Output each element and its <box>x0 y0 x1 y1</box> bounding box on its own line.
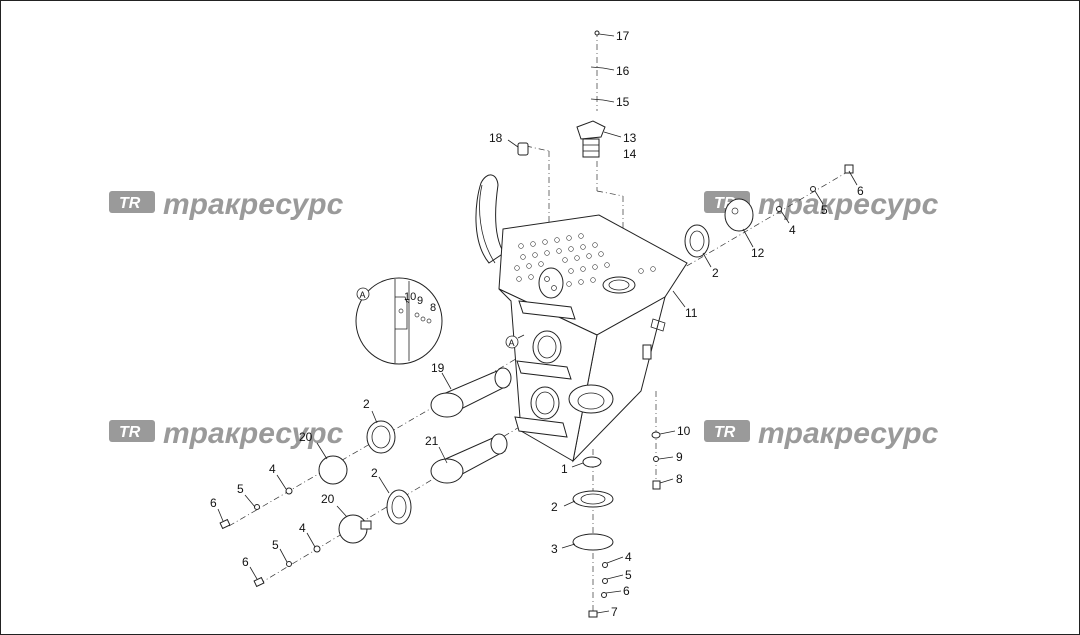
callout-6-upper-left: 6 <box>210 496 217 510</box>
filter-cartridge-21 <box>430 433 508 484</box>
filter-cartridge-19 <box>430 367 512 418</box>
callout-5-right: 5 <box>821 203 828 217</box>
watermark-text-4: трaкресурс <box>758 417 939 450</box>
bottom-drain-parts <box>572 456 614 618</box>
callout-20-upper: 20 <box>299 430 313 444</box>
callout-8-side: 8 <box>676 472 683 486</box>
watermark-logo-4: TR трaкресурс <box>704 417 939 450</box>
callout-5-upper-left: 5 <box>237 482 244 496</box>
right-side-parts <box>684 164 854 258</box>
svg-text:TR: TR <box>714 424 736 441</box>
callout-a-marker: A <box>505 335 519 349</box>
watermark-text-3: трaкресурс <box>163 417 344 450</box>
watermark-logo-3: TR трaкресурс <box>109 417 344 450</box>
callout-6-lower-left: 6 <box>242 555 249 569</box>
callout-20-lower: 20 <box>321 492 335 506</box>
callout-6-bottom: 6 <box>623 584 630 598</box>
callout-21: 21 <box>425 434 439 448</box>
callout-9-detail: 9 <box>417 295 423 307</box>
watermark-text-2: трaкресурс <box>758 188 939 221</box>
callout-17: 17 <box>616 29 630 43</box>
svg-text:TR: TR <box>119 424 141 441</box>
callout-9-side: 9 <box>676 450 683 464</box>
callout-2-bottom: 2 <box>551 500 558 514</box>
callout-2-lower-left: 2 <box>371 466 378 480</box>
callout-13: 13 <box>623 131 637 145</box>
callout-2-upper-left: 2 <box>363 397 370 411</box>
watermark-text-1: трaкресурс <box>163 188 344 221</box>
watermark-logo-1: TR трaкресурс <box>109 188 344 221</box>
callout-4-right: 4 <box>789 223 796 237</box>
callouts: 17 16 15 13 14 18 6 5 4 12 2 11 10 9 8 A… <box>210 29 864 619</box>
callout-a-text: A <box>509 338 515 348</box>
cover-group-lower <box>253 489 412 588</box>
detail-view-label: A <box>360 290 366 300</box>
svg-text:TR: TR <box>119 195 141 212</box>
callout-4-lower-left: 4 <box>299 521 306 535</box>
callout-8-detail: 8 <box>430 302 436 314</box>
callout-11: 11 <box>685 306 698 320</box>
callout-4-bottom: 4 <box>625 550 632 564</box>
side-plug-parts <box>651 431 661 490</box>
callout-6-right: 6 <box>857 184 864 198</box>
tank-body <box>475 174 688 463</box>
callout-10-detail: 10 <box>404 291 416 303</box>
callout-2-right: 2 <box>712 266 719 280</box>
callout-15: 15 <box>616 95 630 109</box>
leader-lines <box>217 33 858 614</box>
callout-18: 18 <box>489 131 503 145</box>
cover-group-upper <box>219 420 396 530</box>
callout-5-lower-left: 5 <box>272 538 279 552</box>
callout-14: 14 <box>623 147 637 161</box>
callout-4-upper-left: 4 <box>269 462 276 476</box>
callout-3: 3 <box>551 542 558 556</box>
callout-1: 1 <box>561 462 568 476</box>
callout-10-side: 10 <box>677 424 691 438</box>
callout-19: 19 <box>431 361 445 375</box>
callout-7: 7 <box>611 605 618 619</box>
detail-view-a: A <box>355 277 443 365</box>
callout-12: 12 <box>751 246 765 260</box>
callout-16: 16 <box>616 64 630 78</box>
top-parts <box>517 30 606 158</box>
callout-5-bottom: 5 <box>625 568 632 582</box>
